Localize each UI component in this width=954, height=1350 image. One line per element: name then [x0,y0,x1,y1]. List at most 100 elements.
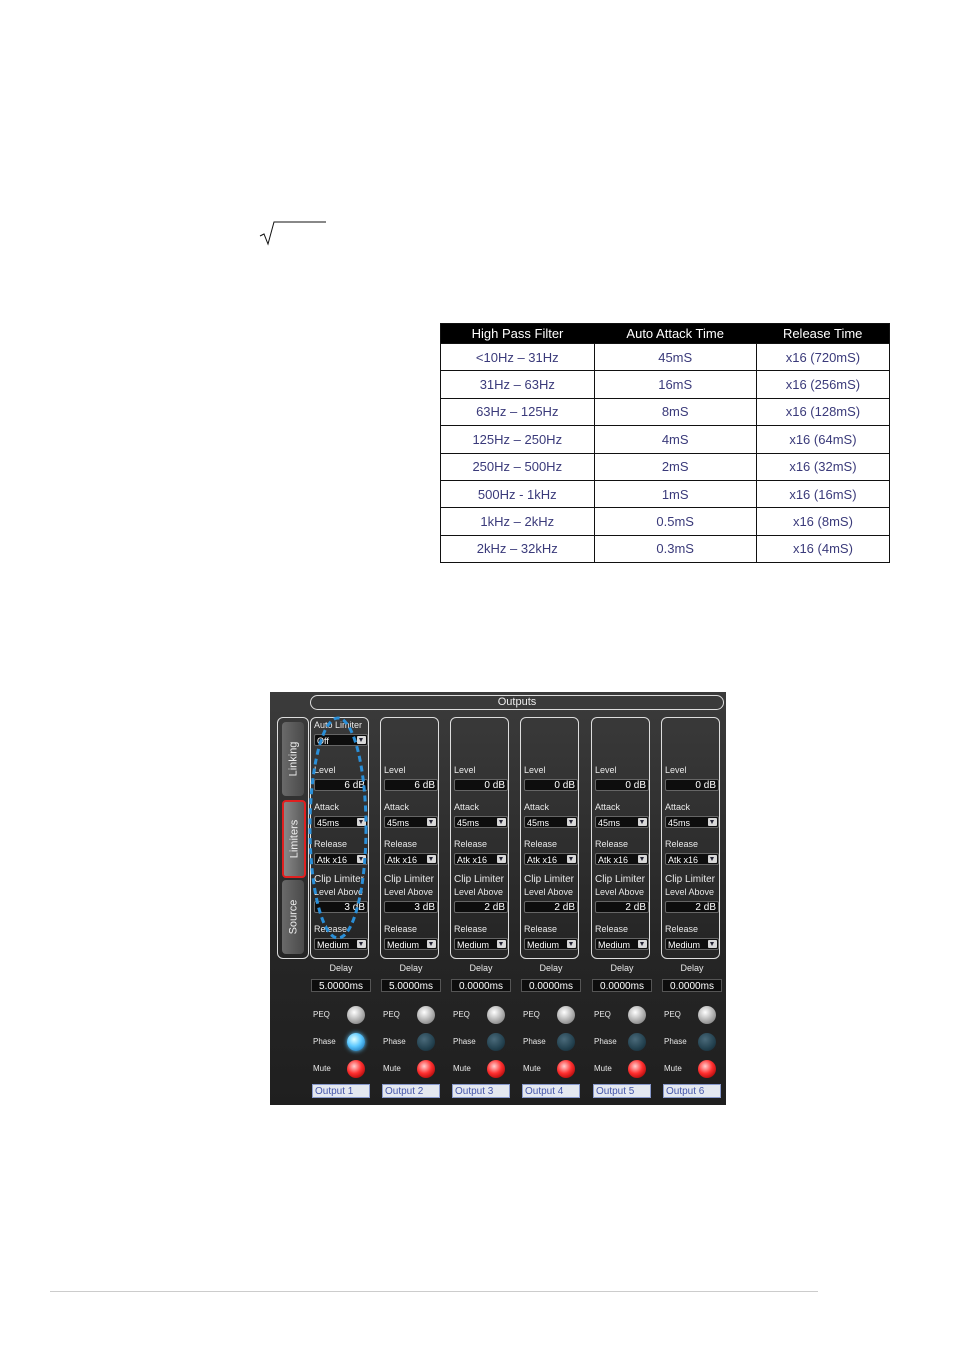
mute-button[interactable] [557,1060,575,1078]
clip-level-value[interactable]: 3 dB [314,901,368,913]
peq-label: PEQ [594,1010,611,1019]
clip-release-select[interactable]: Medium [665,938,719,950]
delay-value[interactable]: 0.0000ms [451,979,511,992]
delay-value[interactable]: 0.0000ms [521,979,581,992]
select-value: 45ms [598,818,621,828]
output-name-field[interactable]: Output 6 [663,1084,721,1098]
table-cell: x16 (256mS) [755,370,891,399]
clip-release-select[interactable]: Medium [524,938,578,950]
clip-release-select[interactable]: Medium [454,938,508,950]
attack-select[interactable]: 45ms [595,816,649,828]
peq-button[interactable] [487,1006,505,1024]
output-column-frame [380,717,439,959]
clip-limiter-label: Clip Limiter [595,874,646,885]
attack-select[interactable]: 45ms [454,816,508,828]
peq-button[interactable] [557,1006,575,1024]
level-value[interactable]: 0 dB [454,779,508,791]
phase-button[interactable] [417,1033,435,1051]
release-select[interactable]: Atk x16 [524,853,578,865]
output-name-field[interactable]: Output 3 [452,1084,510,1098]
attack-select[interactable]: 45ms [524,816,578,828]
phase-label: Phase [383,1037,406,1046]
mute-label: Mute [453,1064,471,1073]
dropdown-arrow-icon [497,818,506,826]
delay-value[interactable]: 5.0000ms [311,979,371,992]
select-value: Atk x16 [457,855,488,865]
release-select[interactable]: Atk x16 [665,853,719,865]
radical-sign-icon [259,221,326,246]
release-select[interactable]: Atk x16 [595,853,649,865]
dropdown-arrow-icon [638,855,647,863]
select-value: Atk x16 [317,855,348,865]
delay-value[interactable]: 5.0000ms [381,979,441,992]
output-name-field[interactable]: Output 1 [312,1084,370,1098]
peq-label: PEQ [383,1010,400,1019]
attack-select[interactable]: 45ms [314,816,368,828]
peq-button[interactable] [628,1006,646,1024]
level-above-label: Level Above [524,887,574,897]
table-cell: x16 (8mS) [755,507,891,536]
mute-button[interactable] [698,1060,716,1078]
clip-level-value[interactable]: 3 dB [384,901,438,913]
select-value: 45ms [317,818,340,828]
tab-limiters[interactable]: Limiters [282,800,306,878]
output-name-field[interactable]: Output 4 [522,1084,580,1098]
delay-value[interactable]: 0.0000ms [592,979,652,992]
tab-source[interactable]: Source [282,880,304,954]
tab-linking[interactable]: Linking [282,722,304,796]
peq-button[interactable] [347,1006,365,1024]
attack-select[interactable]: 45ms [665,816,719,828]
peq-label: PEQ [664,1010,681,1019]
clip-release-select[interactable]: Medium [595,938,649,950]
mute-button[interactable] [417,1060,435,1078]
clip-level-value[interactable]: 2 dB [454,901,508,913]
output-column-frame [450,717,509,959]
dropdown-arrow-icon [497,855,506,863]
clip-level-value[interactable]: 2 dB [524,901,578,913]
release-select[interactable]: Atk x16 [384,853,438,865]
dropdown-arrow-icon [427,818,436,826]
attack-select[interactable]: 45ms [384,816,438,828]
clip-level-value[interactable]: 2 dB [665,901,719,913]
level-value[interactable]: 6 dB [314,779,368,791]
phase-button[interactable] [347,1033,365,1051]
level-value[interactable]: 0 dB [665,779,719,791]
table-cell: 45mS [593,342,757,372]
mute-button[interactable] [347,1060,365,1078]
dropdown-arrow-icon [567,818,576,826]
output-name-field[interactable]: Output 2 [382,1084,440,1098]
phase-button[interactable] [698,1033,716,1051]
table-cell: 1kHz – 2kHz [440,507,595,536]
phase-button[interactable] [557,1033,575,1051]
level-value[interactable]: 0 dB [595,779,649,791]
release-label: Release [384,839,418,849]
clip-level-value[interactable]: 2 dB [595,901,649,913]
level-value[interactable]: 6 dB [384,779,438,791]
phase-button[interactable] [487,1033,505,1051]
level-above-label: Level Above [454,887,504,897]
phase-button[interactable] [628,1033,646,1051]
select-value: Medium [387,940,420,950]
level-label: Level [595,765,617,775]
clip-release-select[interactable]: Medium [384,938,438,950]
dropdown-arrow-icon [357,818,366,826]
release-select[interactable]: Atk x16 [454,853,508,865]
attack-label: Attack [384,802,410,812]
output-name-field[interactable]: Output 5 [593,1084,651,1098]
dropdown-arrow-icon [497,940,506,948]
select-value: 45ms [668,818,691,828]
side-tab-group: Linking Limiters Source [277,717,309,959]
level-value[interactable]: 0 dB [524,779,578,791]
mute-button[interactable] [628,1060,646,1078]
release-select[interactable]: Atk x16 [314,853,368,865]
delay-value[interactable]: 0.0000ms [662,979,722,992]
column-header-auto-attack-time: Auto Attack Time [594,323,757,344]
mute-button[interactable] [487,1060,505,1078]
peq-button[interactable] [417,1006,435,1024]
peq-button[interactable] [698,1006,716,1024]
